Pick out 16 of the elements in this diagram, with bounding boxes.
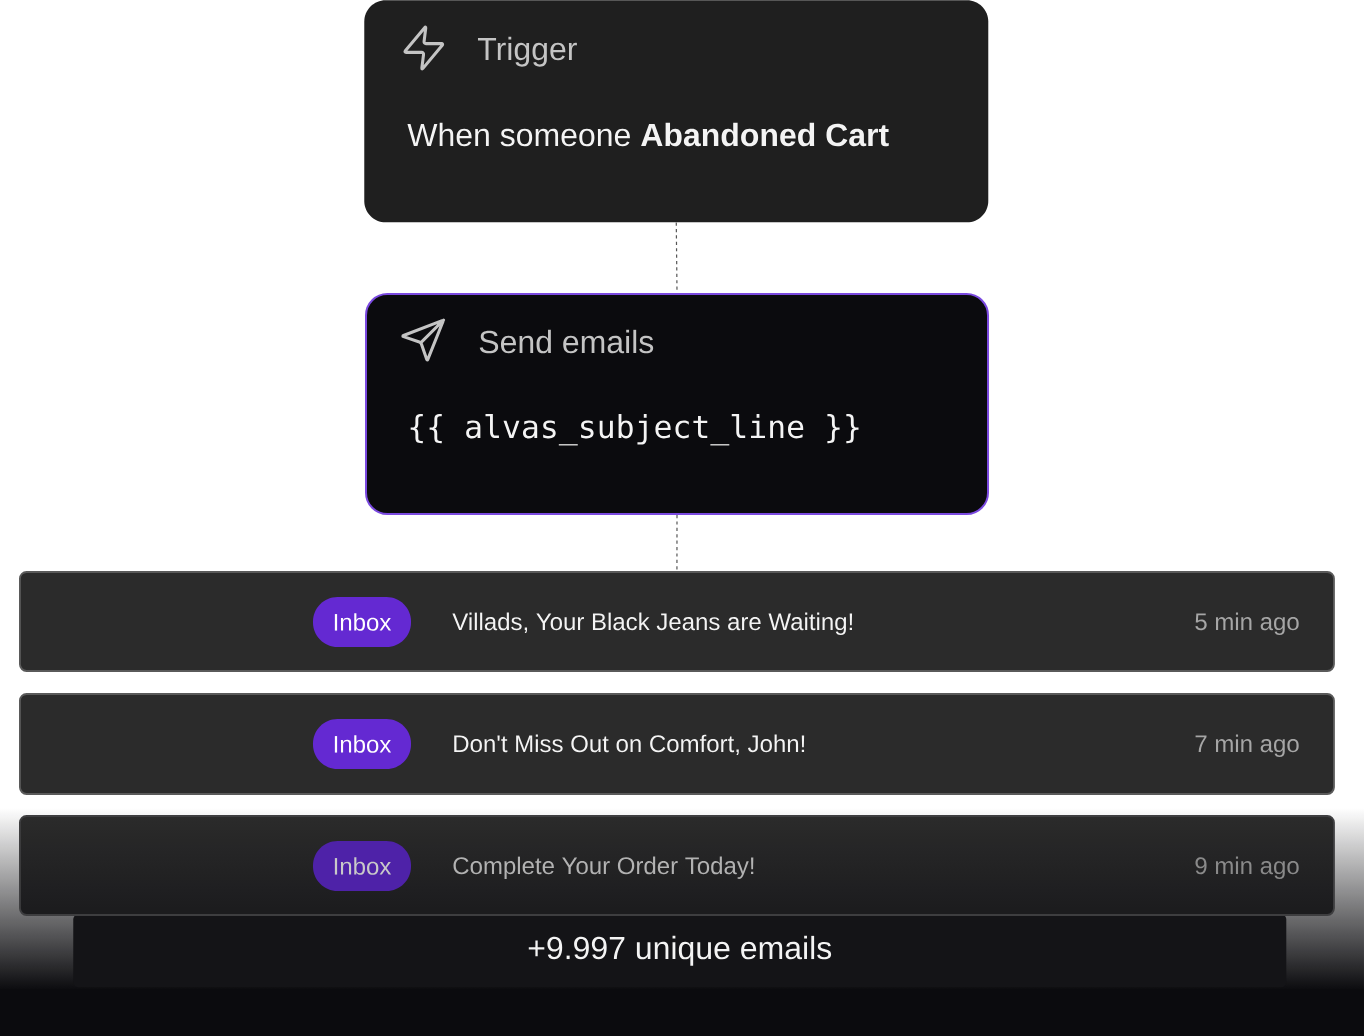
step-description: When someone Abandoned Cart [407, 122, 889, 147]
node-label: +9.997 unique emails [528, 935, 832, 966]
email-subject: Complete Your Order Today! [453, 856, 754, 879]
timestamp: 5 min ago [1195, 612, 1299, 635]
status-pill: Inbox [313, 719, 411, 769]
code-text: {{ alvas_subject_line }} [410, 413, 859, 446]
status-pill: Inbox [313, 597, 411, 647]
email-subject: Don't Miss Out on Comfort, John! [454, 734, 805, 756]
step-title: Send emails [479, 329, 654, 354]
email-subject: Villads, Your Black Jeans are Waiting! [452, 612, 853, 635]
step-title: Trigger [478, 36, 577, 67]
status-pill: Inbox [313, 841, 411, 891]
timestamp: 7 min ago [1195, 734, 1299, 757]
timestamp: 9 min ago [1195, 856, 1299, 879]
summary-card: +9.997 unique emails [73, 914, 1287, 988]
connector-line [676, 514, 678, 572]
